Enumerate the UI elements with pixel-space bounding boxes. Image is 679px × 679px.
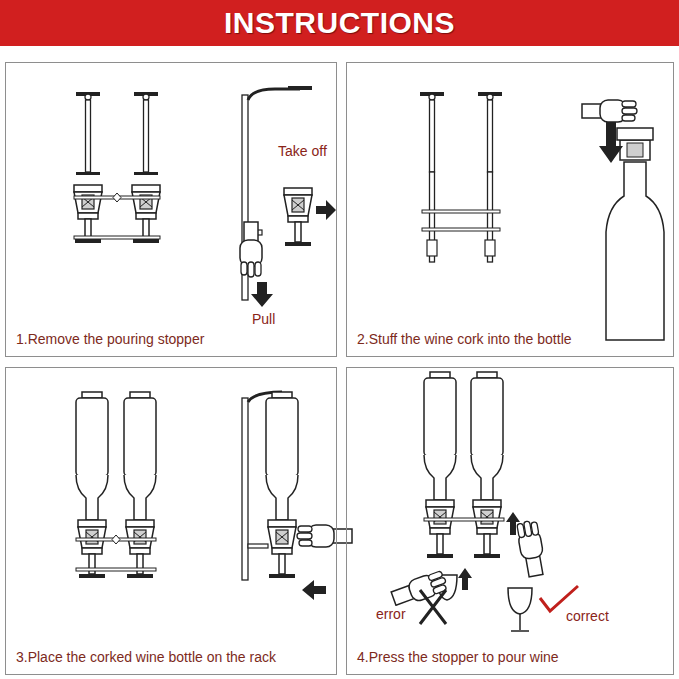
step-panel: 3.Place the corked wine bottle on the ra…: [5, 367, 337, 675]
drawing-part: [422, 228, 500, 231]
step-panel: 2.Stuff the wine cork into the bottle: [346, 62, 674, 357]
drawing-part: [420, 590, 446, 624]
drawing-part: [485, 240, 495, 256]
drawing-part: [599, 122, 623, 163]
cork-insertion: [582, 100, 664, 340]
instruction-label: Take off: [276, 143, 329, 159]
side-view-removal: [240, 86, 336, 307]
drawing-part: [511, 630, 529, 632]
drawing-part: [506, 512, 520, 535]
drawing-part: [248, 544, 268, 548]
drawing-part: [112, 535, 120, 544]
drawing-part: [471, 372, 503, 500]
step-caption: 1.Remove the pouring stopper: [16, 331, 204, 347]
drawing-part: [582, 100, 637, 122]
drawing-part: [242, 398, 248, 580]
drawing-part: [74, 185, 102, 243]
drawing-part: [76, 172, 100, 175]
drawing-part: [516, 520, 547, 578]
drawing-part: [316, 200, 336, 220]
drawing-part: [76, 392, 108, 520]
drawing-part: [458, 568, 472, 590]
drawing-part: [478, 92, 502, 172]
drawing-part: [74, 236, 160, 239]
drawing-part: [426, 500, 454, 558]
instruction-label: Pull: [250, 311, 277, 327]
drawing-part: [302, 580, 326, 600]
drawing-part: [268, 520, 296, 578]
drawing-part: [76, 568, 156, 571]
drawing-part: [251, 282, 273, 307]
pouring-scene: [390, 372, 578, 631]
drawing-part: [424, 372, 456, 500]
drawing-part: [473, 500, 501, 558]
step-panel: 4.Press the stopper to pour wine: [346, 367, 674, 675]
drawing-part: [288, 86, 312, 90]
drawing-part: [284, 188, 312, 246]
drawing-part: [297, 525, 352, 547]
drawing-part: [617, 128, 653, 140]
step-panel: 1.Remove the pouring stopper: [5, 62, 337, 357]
drawing-part: [424, 518, 504, 521]
side-view-placing: [242, 392, 352, 600]
drawing-part: [134, 92, 158, 172]
drawing-part: [519, 614, 521, 630]
step-caption: 4.Press the stopper to pour wine: [357, 649, 559, 665]
title-holder: INSTRUCTIONS: [0, 0, 679, 46]
drawing-part: [124, 392, 156, 520]
drawing-part: [422, 210, 500, 213]
drawing-part: [390, 569, 449, 608]
rack-with-bottles: [76, 392, 156, 578]
drawing-part: [420, 92, 444, 172]
drawing-part: [132, 185, 160, 243]
step-caption: 2.Stuff the wine cork into the bottle: [357, 331, 572, 347]
drawing-part: [134, 172, 158, 175]
drawing-part: [76, 92, 100, 172]
drawing-part: [248, 89, 300, 100]
instruction-label: correct: [564, 608, 611, 624]
rack-with-stoppers: [74, 92, 160, 243]
empty-rack: [420, 92, 502, 262]
drawing-part: [266, 392, 298, 520]
step-caption: 3.Place the corked wine bottle on the ra…: [16, 649, 276, 665]
instruction-label: error: [374, 606, 408, 622]
drawing-part: [508, 588, 532, 614]
drawing-part: [427, 240, 437, 256]
title-text: INSTRUCTIONS: [224, 6, 455, 40]
drawing-part: [113, 193, 121, 202]
drawing-part: [240, 222, 262, 277]
drawing-part: [606, 162, 664, 340]
drawing-part: [627, 143, 643, 157]
drawing-part: [620, 140, 650, 160]
